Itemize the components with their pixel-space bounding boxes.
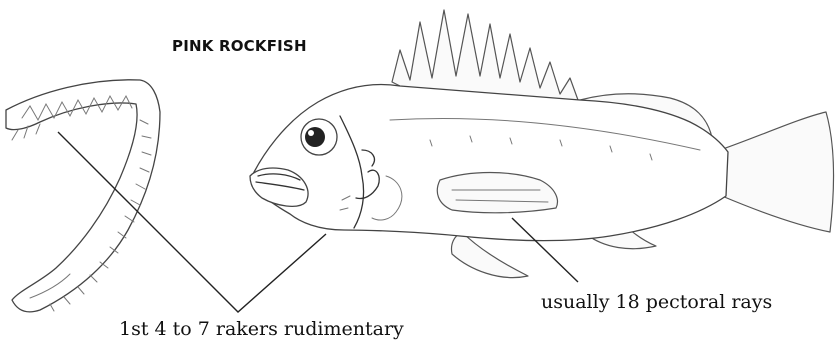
pectoral-rays-note: usually 18 pectoral rays xyxy=(541,291,772,313)
gill-rakers-note: 1st 4 to 7 rakers rudimentary xyxy=(119,318,404,340)
gill-arch-drawing xyxy=(6,80,160,312)
fish-drawing xyxy=(250,10,833,278)
fish-pupil xyxy=(305,127,325,147)
tail-fin xyxy=(720,112,833,232)
diagram-title: PINK ROCKFISH xyxy=(172,37,307,55)
